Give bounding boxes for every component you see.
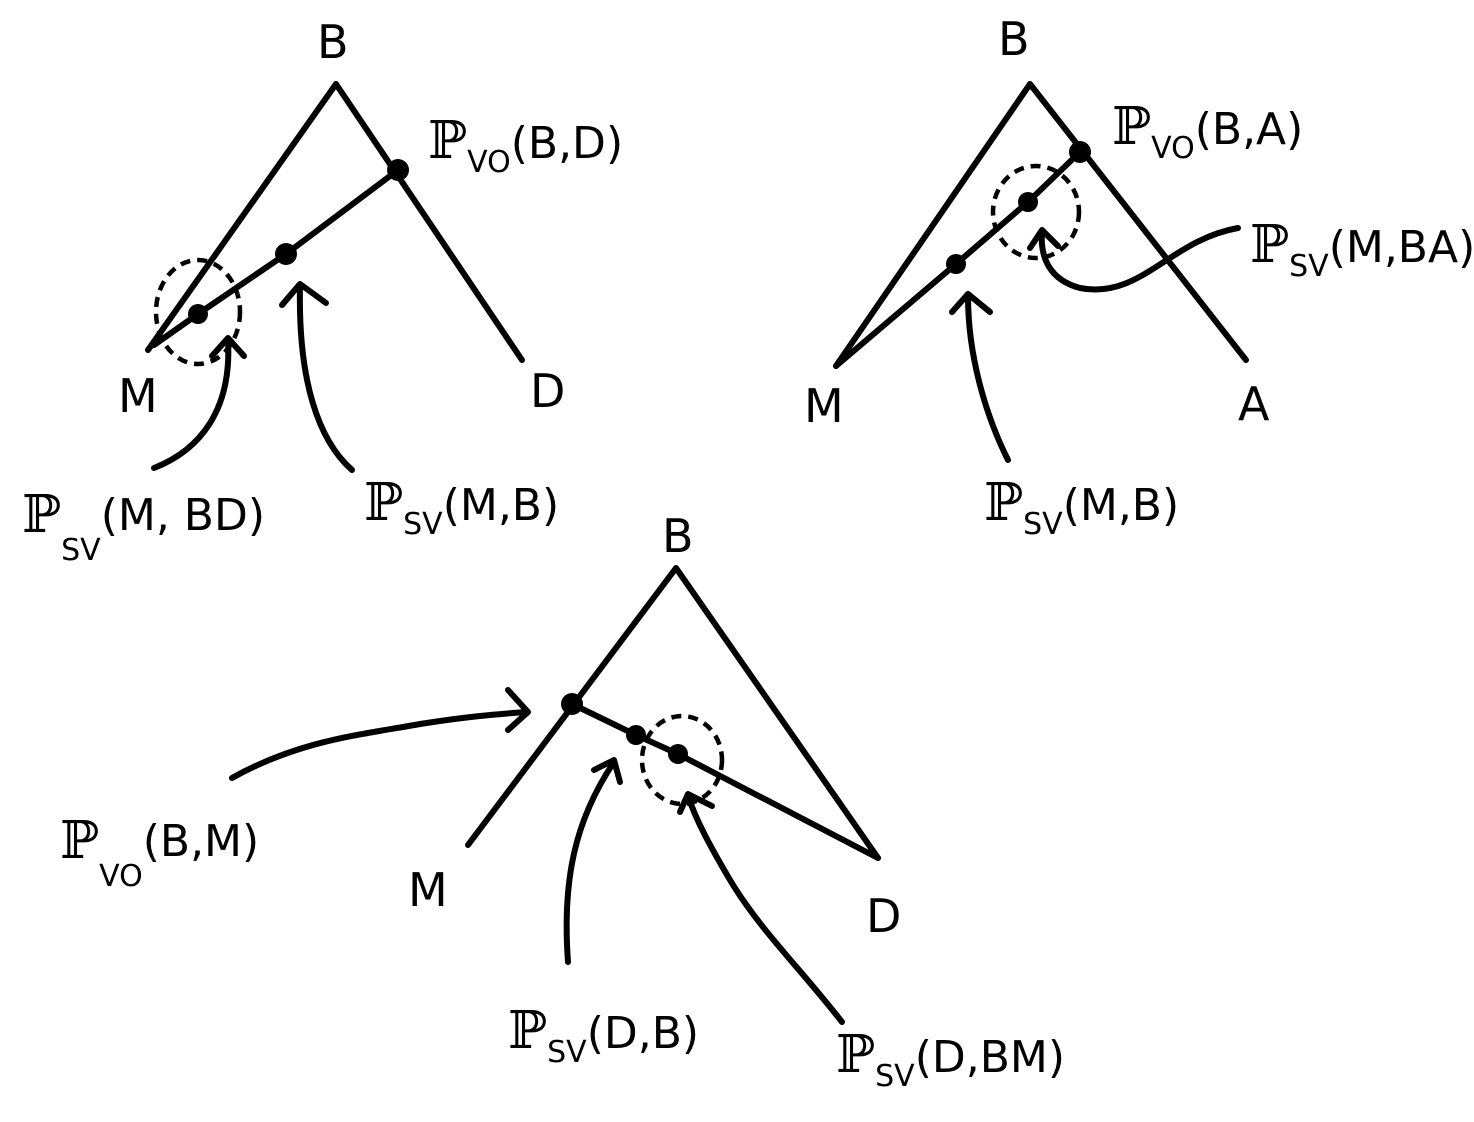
arrow-head	[505, 687, 531, 733]
annotation-arrow	[1038, 225, 1241, 293]
probability-label: ℙSV(M,B)	[364, 473, 559, 542]
probability-label: ℙVO(B,D)	[428, 111, 623, 180]
tree-outline	[833, 81, 1249, 369]
annotation-arrow	[685, 793, 845, 1025]
merge-path	[569, 701, 881, 861]
probability-label: ℙSV(D,B)	[508, 1001, 699, 1070]
probability-label: ℙSV(M,B)	[984, 473, 1179, 542]
dashed-highlight-circle	[639, 713, 725, 807]
tree-outline	[465, 565, 881, 861]
vertex-dot	[387, 159, 409, 181]
arrow-head	[209, 335, 247, 359]
annotation-arrow	[151, 337, 232, 471]
vertex-dot	[1069, 141, 1091, 163]
vertex-dot	[946, 254, 966, 274]
node-label-root: B	[998, 12, 1030, 66]
node-label-left: M	[408, 863, 448, 917]
merge-path	[151, 167, 401, 348]
node-label-right: D	[866, 889, 901, 943]
node-label-right: D	[530, 364, 565, 418]
annotation-arrow	[229, 709, 529, 781]
node-label-left: M	[804, 379, 844, 433]
node-label-root: B	[317, 15, 349, 69]
node-label-right: A	[1238, 377, 1270, 431]
tree-diagram-3: B M D ℙVO(B,M) ℙSV(D,B) ℙSV(D,BM)	[60, 509, 1065, 1094]
vertex-dot	[1018, 192, 1038, 212]
arrow-head	[591, 757, 623, 785]
dashed-highlight-circle	[990, 163, 1082, 261]
vertex-dot	[275, 243, 297, 265]
vertex-dot	[626, 725, 646, 745]
vertex-dot	[561, 693, 583, 715]
probability-label: ℙSV(M,BA)	[1250, 215, 1474, 284]
vertex-dot	[668, 744, 688, 764]
annotation-arrow	[296, 283, 355, 473]
probability-label: ℙSV(D,BM)	[836, 1025, 1065, 1094]
annotation-arrow	[965, 293, 1011, 463]
tree-diagram-2: B M A ℙVO(B,A) ℙSV(M,BA) ℙSV(M,B)	[804, 12, 1474, 542]
vertex-dot	[188, 304, 208, 324]
annotation-arrow	[563, 759, 617, 965]
tree-diagram-1: B M D ℙVO(B,D) ℙSV(M,B) ℙSV(M, BD)	[22, 15, 623, 568]
node-label-root: B	[662, 509, 694, 563]
arrow-head	[1027, 227, 1061, 251]
probability-label: ℙSV(M, BD)	[22, 485, 265, 568]
node-label-left: M	[118, 369, 158, 423]
probability-label: ℙVO(B,A)	[1112, 97, 1303, 166]
arrow-head	[949, 291, 993, 315]
merge-path	[833, 149, 1083, 369]
arrow-head	[279, 281, 329, 308]
tree-outline	[145, 81, 525, 363]
arrow-head	[677, 791, 715, 815]
dashed-highlight-circle	[153, 257, 243, 367]
probability-label: ℙVO(B,M)	[60, 811, 259, 894]
